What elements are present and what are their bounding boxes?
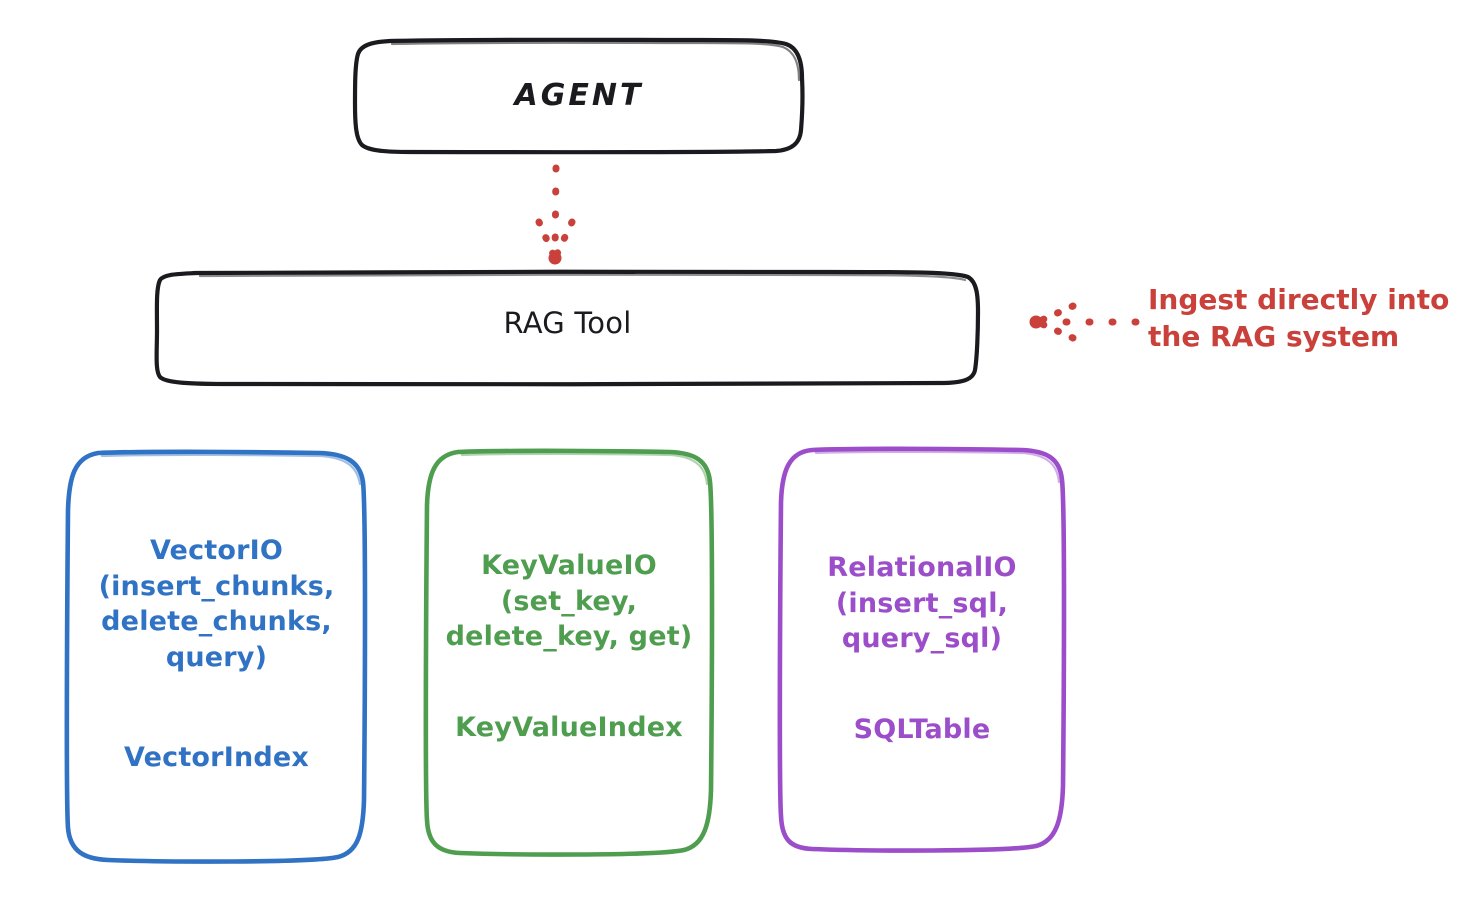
- agent-label: AGENT: [514, 78, 644, 113]
- key-value-io-box-sketch-overlay: [460, 452, 709, 486]
- rag-tool-box-outline: [154, 269, 981, 387]
- relational-io-node[interactable]: [777, 446, 1067, 853]
- vector-io-box-outline: [64, 449, 368, 864]
- agent-to-ragtool-arrow: [535, 164, 576, 265]
- ingest-arrow-head-top: [1038, 302, 1077, 324]
- rag-tool-node[interactable]: [154, 269, 981, 387]
- vector-index-label: VectorIndex: [123, 742, 310, 773]
- rag-tool-label: RAG Tool: [503, 306, 632, 340]
- arrow-head-left: [535, 218, 557, 258]
- relational-io-box-outline: [777, 446, 1067, 853]
- ingest-arrow-head-bottom: [1038, 320, 1077, 342]
- ingest-arrow-tip: [1029, 315, 1043, 329]
- relational-io-api-label: RelationalIO (insert_sql, query_sql): [827, 552, 1017, 655]
- agent-box-outline: [352, 37, 805, 155]
- key-value-io-box-outline: [423, 448, 715, 857]
- ingest-annotation-text: Ingest directly into the RAG system: [1148, 283, 1450, 354]
- ingest-arrow: [1029, 302, 1140, 342]
- vector-io-box-sketch-overlay: [100, 453, 362, 486]
- key-value-io-node[interactable]: [423, 448, 715, 857]
- sql-table-label: SQLTable: [853, 714, 991, 745]
- rag-tool-box-sketch-overlay: [198, 273, 967, 282]
- agent-box-sketch-overlay: [390, 41, 801, 82]
- agent-node[interactable]: [352, 37, 805, 155]
- arrow-shaft: [551, 164, 560, 259]
- arrow-head-right: [553, 218, 576, 258]
- key-value-io-api-label: KeyValueIO (set_key, delete_key, get): [445, 550, 693, 653]
- vector-io-node[interactable]: [64, 449, 368, 864]
- arrow-tip: [548, 251, 562, 265]
- key-value-index-label: KeyValueIndex: [455, 712, 683, 743]
- relational-io-box-sketch-overlay: [814, 450, 1061, 484]
- vector-io-api-label: VectorIO (insert_chunks, delete_chunks, …: [98, 535, 335, 673]
